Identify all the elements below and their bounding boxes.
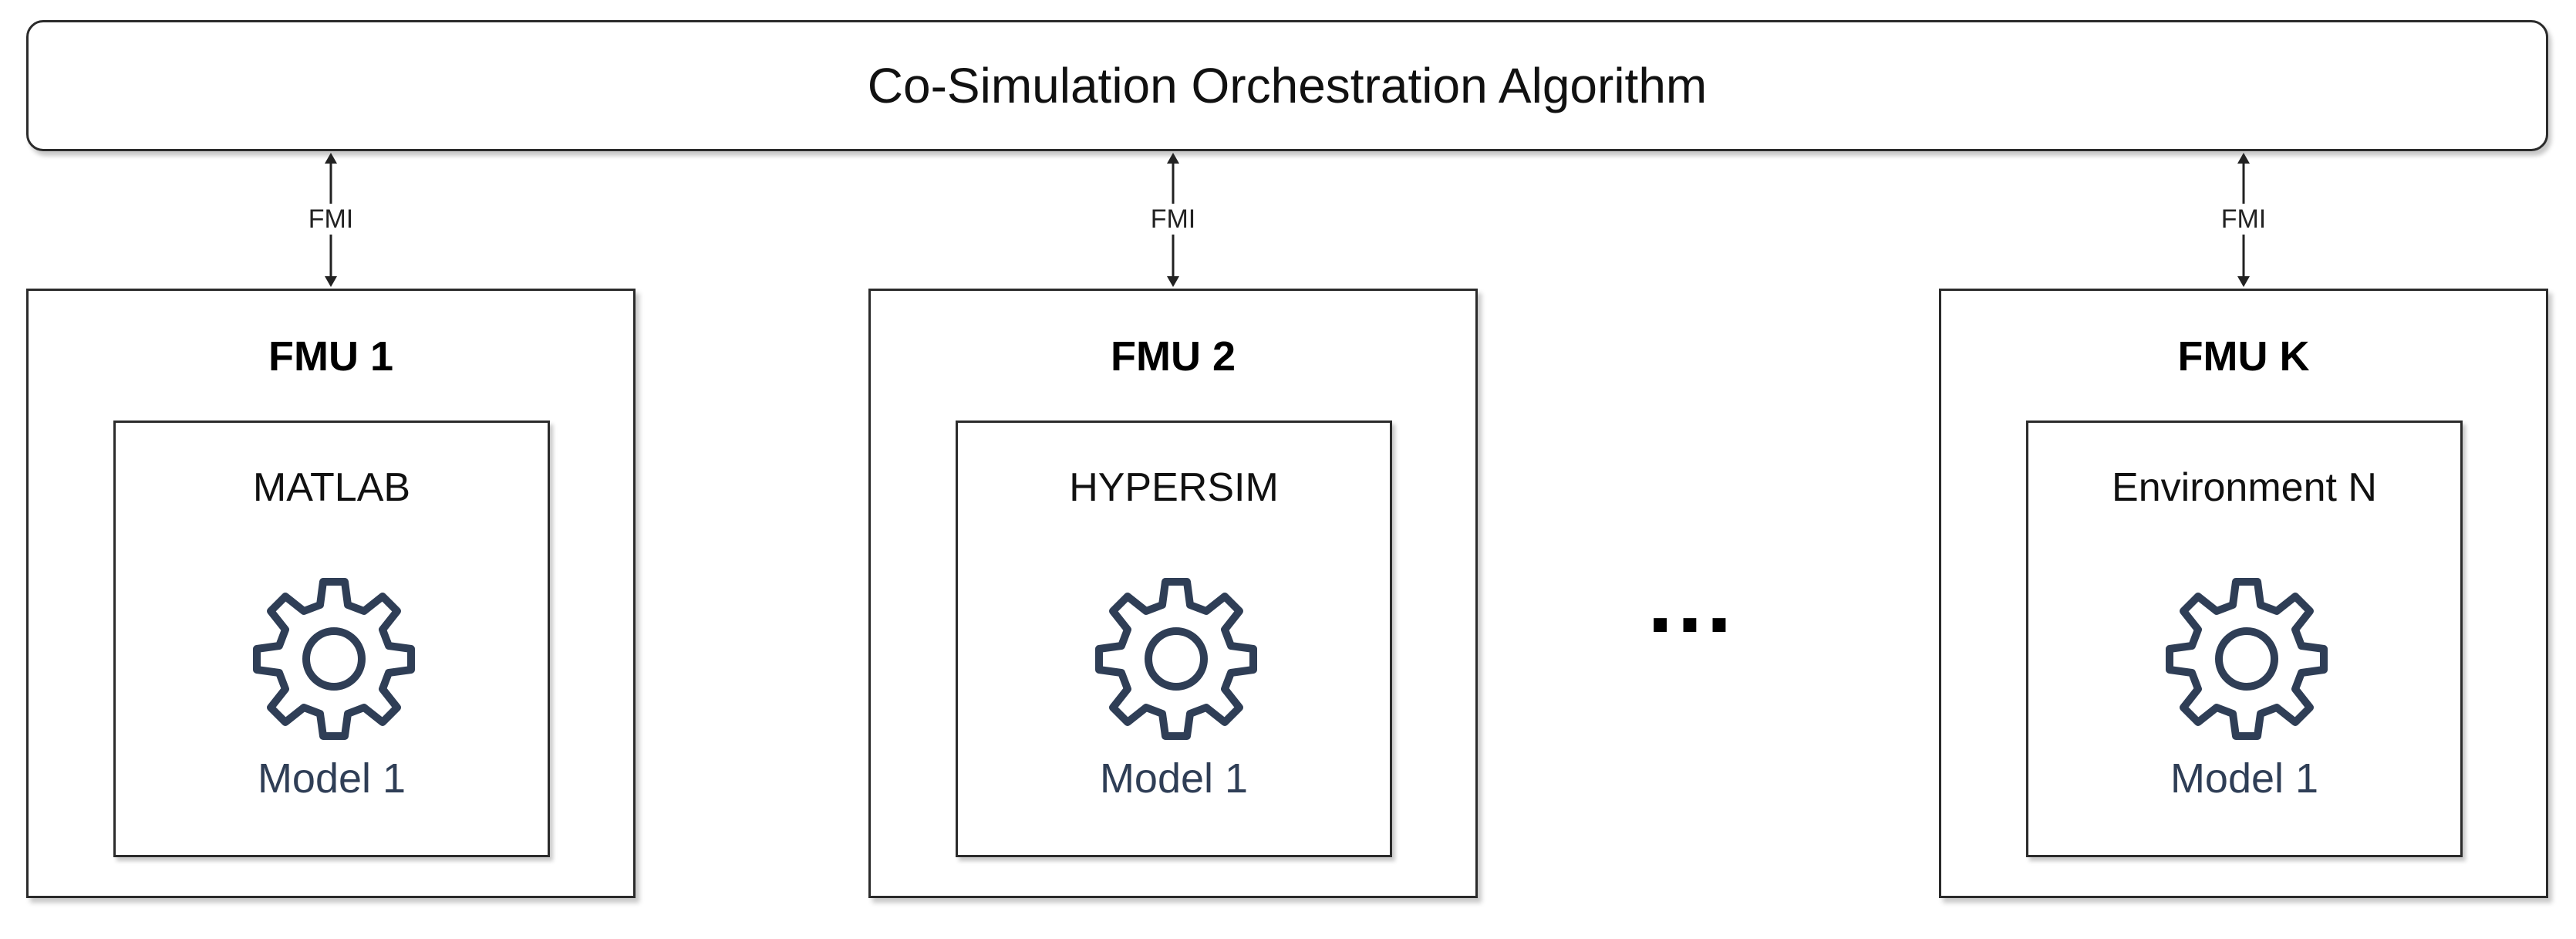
fmi-link-label: FMI: [1127, 204, 1219, 235]
fmu-title: FMU 2: [1111, 333, 1236, 380]
gear-icon: [2166, 578, 2328, 740]
environment-label: HYPERSIM: [1069, 465, 1279, 510]
fmi-link-1: FMI: [285, 151, 377, 289]
environment-box: HYPERSIM Model 1: [956, 421, 1392, 857]
environment-box: Environment N Model 1: [2026, 421, 2463, 857]
model-label: Model 1: [2170, 755, 2319, 802]
model-label: Model 1: [1099, 755, 1249, 802]
fmi-link-label: FMI: [2197, 204, 2290, 235]
ellipsis: …: [1644, 549, 1736, 652]
fmi-link-label: FMI: [285, 204, 377, 235]
environment-label: Environment N: [2112, 465, 2377, 510]
orchestration-algorithm-box: Co-Simulation Orchestration Algorithm: [26, 20, 2548, 151]
fmu-title: FMU 1: [268, 333, 393, 380]
orchestration-algorithm-title: Co-Simulation Orchestration Algorithm: [867, 58, 1708, 113]
fmu-box-k: FMU K Environment N Model 1: [1939, 289, 2548, 898]
fmu-box-1: FMU 1 MATLAB Model 1: [26, 289, 636, 898]
model-label: Model 1: [257, 755, 406, 802]
environment-box: MATLAB Model 1: [113, 421, 550, 857]
gear-icon: [1095, 578, 1257, 740]
fmu-box-2: FMU 2 HYPERSIM Model 1: [868, 289, 1478, 898]
fmi-link-2: FMI: [1127, 151, 1219, 289]
gear-icon: [253, 578, 415, 740]
environment-label: MATLAB: [252, 465, 411, 510]
fmi-link-3: FMI: [2197, 151, 2290, 289]
fmu-title: FMU K: [2177, 333, 2310, 380]
